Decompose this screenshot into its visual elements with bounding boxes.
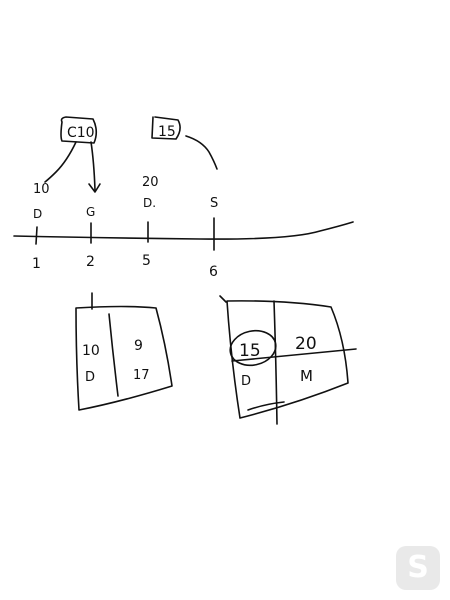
s-logo-icon[interactable]: S [396,546,440,590]
top-node-left-label: C10 [67,125,95,141]
top-node-left-box [60,116,98,144]
tick-label-4: 6 [209,264,218,280]
left-table-cell-3: D [85,370,95,385]
left-table-outline [75,305,173,411]
tick-label-3: 5 [142,253,151,269]
t1-label-top: 10 [33,182,50,197]
left-table-cell-1: 10 [82,343,100,359]
right-table-cell-4: M [300,367,313,385]
left-table-cell-4: 17 [133,368,150,383]
right-table-bottom-stroke [247,401,285,411]
right-table-outline [226,300,349,419]
timeline-tick-1 [35,226,38,245]
tick-label-1: 1 [32,256,41,272]
t3-label-bottom: D. [143,196,156,210]
right-table-corner-mark [219,295,227,303]
connector-left-arrowhead [88,183,101,193]
top-node-left: C10 [60,116,98,144]
timeline-axis [13,221,354,240]
connector-left-to-t2 [90,141,96,191]
right-table-highlight-circle [229,329,277,367]
left-table: 10 9 D 17 [75,292,173,411]
t2-label: G [86,205,95,219]
t4-label: S [210,196,218,211]
top-node-right-label: 15 [158,124,176,140]
right-table-vertical-divider [273,300,278,425]
right-table-horizontal-divider [231,348,357,362]
right-table-cell-2: 20 [295,334,317,354]
left-table-divider [108,313,119,397]
t3-label-top: 20 [142,175,159,190]
left-table-cell-2: 9 [134,338,143,354]
top-node-right-box [151,116,181,140]
connector-left-to-t1 [44,141,77,183]
tick-label-2: 2 [86,254,95,270]
top-node-right: 15 [151,116,218,170]
t1-label-bottom: D [33,207,42,221]
right-table-cell-3: D [241,374,251,389]
s-logo-glyph: S [407,550,429,585]
top-node-right-connector [185,135,218,170]
right-table-cell-1: 15 [239,341,261,361]
right-table: 15 20 D M [219,295,357,425]
